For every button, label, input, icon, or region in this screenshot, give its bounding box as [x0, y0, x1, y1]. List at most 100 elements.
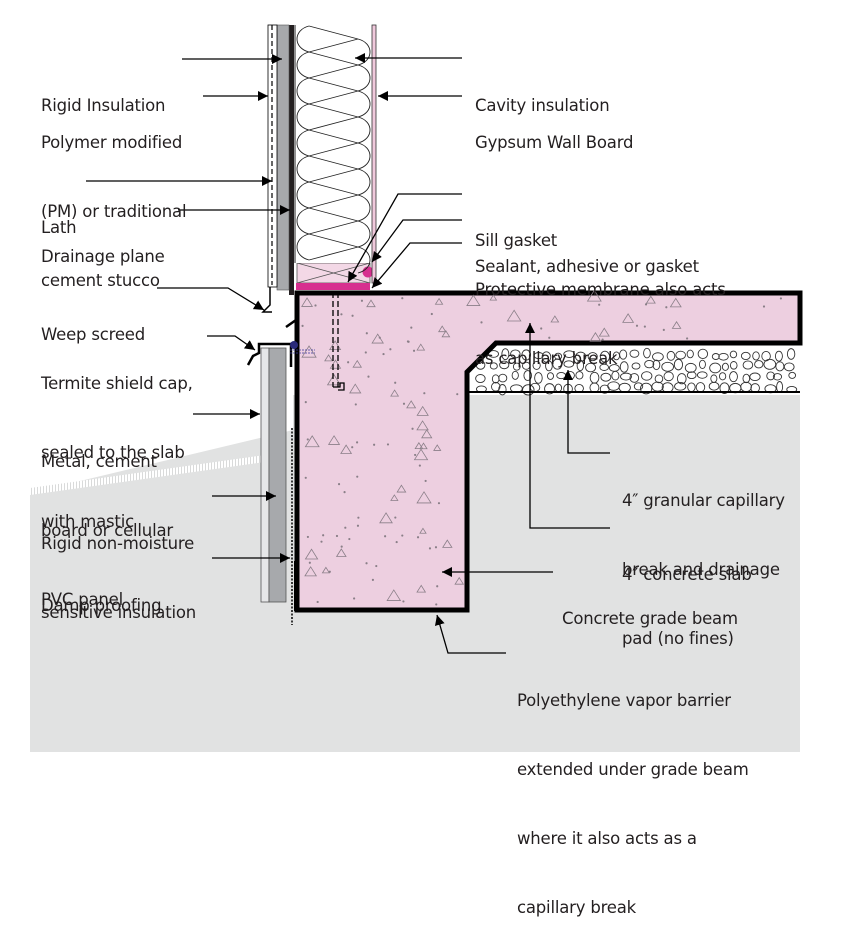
gravel-stone	[772, 373, 783, 381]
gravel-stone	[754, 360, 764, 369]
aggregate-dot	[779, 297, 783, 300]
label-line: sensitive insulation	[41, 603, 196, 622]
aggregate-dot	[365, 562, 368, 565]
aggregate-dot	[456, 393, 459, 396]
label-rigid-insulation: Rigid Insulation	[41, 48, 166, 140]
aggregate-dot	[412, 349, 416, 352]
gravel-stone	[499, 360, 510, 370]
ground-surface-hatch	[30, 455, 265, 495]
aggregate-triangle	[589, 332, 602, 342]
aggregate-dot	[371, 578, 375, 582]
aggregate-triangle	[416, 420, 429, 431]
label-protective-membrane: Protective membrane also acts as capilla…	[475, 232, 726, 393]
aggregate-dot	[354, 403, 357, 406]
label-rigid-non-moisture: Rigid non-moisture sensitive insulation	[41, 486, 196, 647]
batt-loop	[296, 51, 310, 79]
label-line: cement stucco	[41, 271, 160, 290]
batt-loop	[296, 181, 310, 209]
aggregate-dot	[335, 534, 339, 538]
aggregate-triangle	[506, 309, 522, 322]
aggregate-dot	[643, 325, 646, 328]
gravel-stone	[686, 349, 694, 359]
termite-shield-cap	[246, 341, 315, 367]
leader-sill-gasket	[347, 193, 462, 283]
gravel-stone	[599, 363, 609, 371]
granular-capillary-break	[463, 345, 800, 396]
aggregate-dot	[316, 600, 319, 604]
aggregate-dot	[365, 332, 368, 335]
gravel-stone	[676, 373, 687, 385]
batt-line	[308, 155, 359, 170]
aggregate-triangle	[366, 299, 376, 308]
gravel-stone	[498, 384, 507, 396]
protective-panel	[260, 347, 287, 603]
aggregate-triangle	[324, 354, 333, 362]
label-grade-beam: Concrete grade beam	[562, 561, 738, 653]
leader-granular	[563, 370, 610, 454]
batt-line	[308, 90, 359, 105]
aggregate-dot	[364, 351, 367, 354]
gravel-stone	[576, 359, 585, 372]
gravel-stone	[752, 351, 760, 361]
aggregate-dot	[340, 313, 343, 316]
aggregate-dot	[428, 547, 432, 550]
batt-loop	[296, 155, 310, 183]
aggregate-dot	[314, 304, 317, 307]
batt-line	[308, 116, 359, 131]
aggregate-dot	[306, 535, 310, 539]
aggregate-dot	[601, 338, 604, 341]
gravel-stone	[585, 362, 597, 373]
aggregate-dot	[347, 361, 350, 364]
wall-section-diagram	[30, 24, 803, 752]
gravel-stone	[489, 362, 498, 370]
aggregate-dot	[434, 546, 438, 549]
batt-line	[308, 77, 359, 92]
gravel-stone	[661, 361, 674, 372]
aggregate-dot	[301, 324, 304, 328]
aggregate-triangle	[416, 343, 426, 351]
label-line: Cavity insulation	[475, 96, 610, 115]
label-line: with mastic	[41, 512, 134, 531]
label-line: Protective membrane also acts	[475, 280, 726, 299]
aggregate-dot	[480, 321, 483, 324]
batt-loop	[296, 233, 310, 261]
aggregate-triangle	[645, 295, 656, 304]
label-line: board or cellular	[41, 521, 173, 540]
label-line: (PM) or traditional	[41, 202, 187, 221]
aggregate-dot	[414, 453, 417, 457]
batt-line	[308, 168, 359, 183]
gravel-stone	[643, 347, 651, 359]
aggregate-triangle	[335, 548, 347, 557]
label-line: Gypsum Wall Board	[475, 133, 634, 152]
leader-concrete-slab	[525, 323, 610, 529]
label-line: Polyethylene vapor barrier	[517, 691, 731, 710]
aggregate-triangle	[416, 405, 429, 416]
label-line: Drainage plane	[41, 247, 165, 266]
aggregate-triangle	[671, 320, 682, 329]
label-panel: Metal, cement board or cellular PVC pane…	[41, 404, 173, 634]
label-sealant: Sealant, adhesive or gasket	[475, 209, 699, 301]
batt-loop	[357, 64, 371, 92]
batt-line	[308, 51, 359, 66]
gravel-stone	[684, 362, 697, 373]
sheathing	[289, 25, 294, 295]
aggregate-triangle	[301, 345, 317, 358]
label-line: where it also acts as a	[517, 829, 697, 848]
label-line: as capillary break	[475, 349, 618, 368]
aggregate-dot	[322, 534, 325, 537]
label-line: 4″ granular capillary	[622, 491, 785, 510]
aggregate-dot	[356, 475, 359, 478]
gravel-stone	[575, 351, 587, 362]
label-concrete-slab: 4″ concrete slab	[622, 517, 752, 609]
gravel-stone	[640, 382, 653, 395]
label-line: Lath	[41, 218, 77, 237]
aggregate-triangle	[304, 548, 319, 560]
gravel-stone	[749, 372, 761, 382]
leader-lines	[86, 53, 610, 654]
batt-line	[308, 194, 359, 209]
leader-protective-membrane	[371, 242, 462, 289]
gravel-stone	[532, 360, 541, 370]
gravel-stone	[766, 371, 776, 381]
label-line: extended under grade beam	[517, 760, 749, 779]
concrete-slab-and-grade-beam	[294, 289, 803, 613]
